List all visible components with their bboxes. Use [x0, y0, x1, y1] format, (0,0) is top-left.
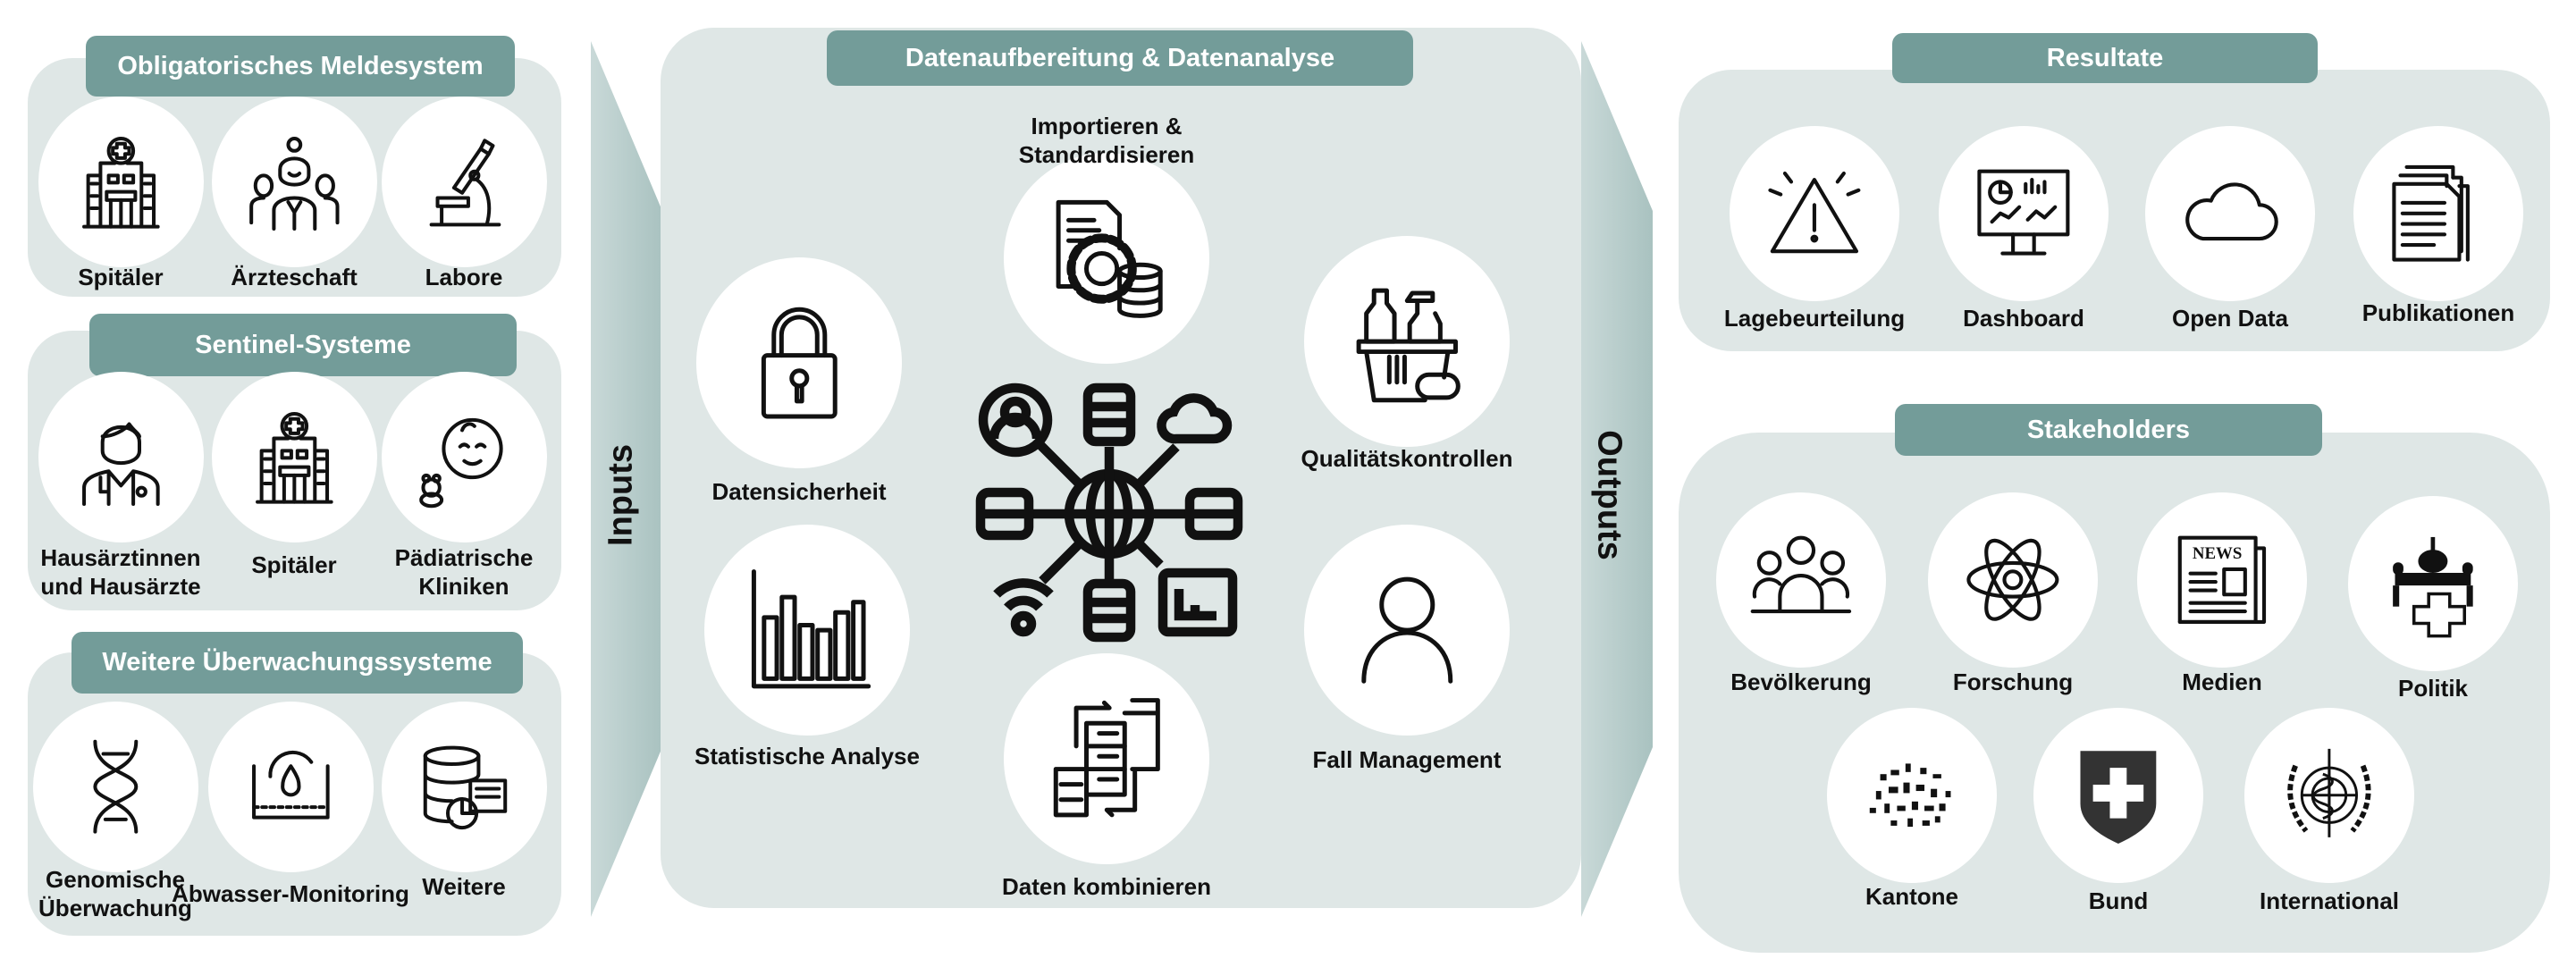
baby-icon	[382, 372, 547, 542]
label-spitaeler: Spitäler	[251, 551, 337, 578]
label-daten-kombinieren: Daten kombinieren	[1001, 873, 1212, 900]
inputs-label: Inputs	[602, 444, 640, 546]
doctors-icon	[212, 97, 377, 267]
circle-bund	[2033, 708, 2203, 883]
label-hausaerztinnen-und-hausaerzte: Hausärztinnen und Hausärzte	[40, 544, 201, 600]
people-icon	[1716, 492, 1886, 668]
circle-open-data	[2145, 126, 2315, 301]
circle-paediatrische-kliniken	[381, 371, 547, 542]
label-open-data: Open Data	[2171, 305, 2289, 332]
label-publikationen: Publikationen	[2361, 299, 2515, 326]
merge-data-icon	[1004, 653, 1209, 864]
label-genomische-ueberwachung: Genomische Überwachung	[38, 866, 192, 921]
label-datensicherheit: Datensicherheit	[711, 478, 887, 505]
circle-lagebeurteilung	[1730, 126, 1899, 301]
parliament-icon	[2348, 496, 2518, 671]
atom-icon	[1928, 492, 2098, 668]
documents-icon	[2353, 126, 2523, 301]
circle-abwasser-monitoring	[207, 701, 374, 872]
circle-politik	[2348, 496, 2518, 671]
cantons-map-icon	[1827, 708, 1997, 883]
circle-fall-management	[1304, 525, 1510, 736]
wastewater-icon	[208, 702, 374, 872]
hospital-icon	[38, 97, 204, 267]
label-kantone: Kantone	[1865, 883, 1958, 910]
doctor-icon	[38, 372, 204, 542]
label-qualitaetskontrollen: Qualitätskontrollen	[1301, 445, 1513, 472]
cloud-icon	[2145, 126, 2315, 301]
data-network-icon	[975, 380, 1243, 648]
hospital-icon	[212, 372, 377, 542]
circle-spitaeler	[211, 371, 377, 542]
svg-text:NEWS: NEWS	[2193, 544, 2242, 563]
label-forschung: Forschung	[1952, 668, 2074, 695]
label-importieren-standardisieren: Importieren & Standardisieren	[1018, 113, 1195, 168]
database-icon	[382, 702, 547, 872]
label-medien: Medien	[2182, 668, 2262, 695]
dna-icon	[33, 702, 198, 872]
label-lagebeurteilung: Lagebeurteilung	[1723, 305, 1906, 332]
who-emblem-icon	[2244, 708, 2414, 883]
circle-publikationen	[2353, 126, 2523, 301]
label-paediatrische-kliniken: Pädiatrische Kliniken	[394, 544, 534, 600]
circle-dashboard	[1939, 126, 2109, 301]
circle-medien: NEWS	[2137, 492, 2307, 668]
swiss-shield-icon	[2033, 708, 2203, 883]
circle-genomische-ueberwachung	[32, 701, 198, 872]
circle-labore	[381, 96, 547, 267]
label-bund: Bund	[2088, 887, 2149, 914]
label-bevoelkerung: Bevölkerung	[1730, 668, 1872, 695]
inputs-arrow	[591, 41, 662, 917]
cleaning-icon	[1304, 236, 1510, 447]
label-weitere: Weitere	[422, 873, 506, 900]
header-stakeholders: Stakeholders	[1895, 404, 2322, 456]
circle-qualitaetskontrollen	[1304, 236, 1510, 447]
lock-icon	[696, 257, 902, 468]
label-spitaeler: Spitäler	[78, 264, 164, 290]
bar-chart-icon	[704, 525, 910, 736]
circle-kantone	[1827, 708, 1997, 883]
header-weitere-ueberwachungssysteme: Weitere Überwachungssysteme	[72, 632, 523, 694]
dashboard-icon	[1939, 126, 2109, 301]
label-statistische-analyse: Statistische Analyse	[695, 743, 920, 769]
label-dashboard: Dashboard	[1963, 305, 2084, 332]
circle-hausaerztinnen-und-hausaerzte	[38, 371, 204, 542]
label-abwasser-monitoring: Abwasser-Monitoring	[172, 880, 409, 907]
label-politik: Politik	[2397, 675, 2468, 702]
header-sentinel-systeme: Sentinel-Systeme	[89, 314, 517, 376]
circle-importieren-standardisieren	[1004, 153, 1209, 364]
circle-daten-kombinieren	[1004, 653, 1209, 864]
circle-datensicherheit	[696, 257, 902, 468]
circle-spitaeler	[38, 96, 204, 267]
newspaper-icon: NEWS	[2137, 492, 2307, 668]
label-fall-management: Fall Management	[1312, 746, 1502, 773]
label-aerzteschaft: Ärzteschaft	[231, 264, 358, 290]
label-labore: Labore	[425, 264, 503, 290]
circle-weitere	[381, 701, 547, 872]
label-international: International	[2259, 887, 2399, 914]
outputs-arrow	[1581, 41, 1653, 917]
microscope-icon	[382, 97, 547, 267]
outputs-label: Outputs	[1590, 430, 1629, 560]
circle-forschung	[1928, 492, 2098, 668]
circle-aerzteschaft	[211, 96, 377, 267]
circle-international	[2244, 708, 2414, 883]
document-gear-icon	[1004, 153, 1209, 364]
header-obligatorisches-meldesystem: Obligatorisches Meldesystem	[86, 36, 515, 97]
header-resultate: Resultate	[1892, 33, 2318, 83]
warning-icon	[1730, 126, 1899, 301]
person-icon	[1304, 525, 1510, 736]
header-datenaufbereitung: Datenaufbereitung & Datenanalyse	[827, 30, 1413, 86]
circle-statistische-analyse	[704, 525, 910, 736]
circle-bevoelkerung	[1716, 492, 1886, 668]
